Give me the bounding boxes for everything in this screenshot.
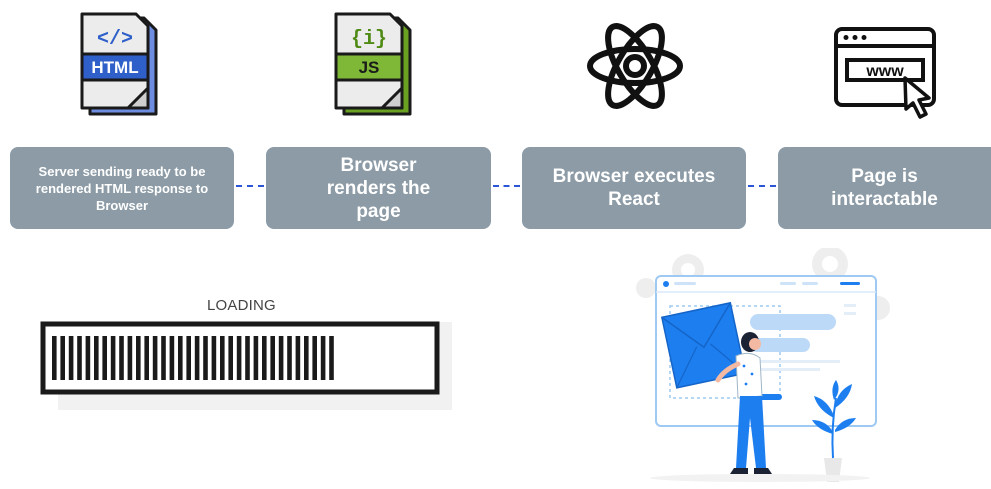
connector-line bbox=[493, 185, 520, 187]
js-icon-code: {i} bbox=[351, 28, 387, 51]
loading-stripe bbox=[320, 336, 326, 380]
loading-stripe bbox=[329, 336, 334, 380]
loading-stripe bbox=[52, 336, 57, 380]
loading-stripe bbox=[136, 336, 141, 380]
loading-stripe bbox=[220, 336, 225, 380]
loading-stripe bbox=[110, 336, 116, 380]
step-page-interactable: Page is interactable bbox=[778, 147, 991, 229]
step-browser-executes-react: Browser executes React bbox=[522, 147, 746, 229]
loading-stripe bbox=[169, 336, 175, 380]
html-file-icon: HTML </> bbox=[80, 12, 160, 118]
step-label: Page is interactable bbox=[831, 166, 938, 210]
html-icon-text: HTML bbox=[91, 58, 138, 77]
loading-stripe bbox=[211, 336, 217, 380]
loading-stripe bbox=[144, 336, 149, 380]
loading-progress-fill bbox=[52, 336, 334, 380]
loading-stripe bbox=[194, 336, 200, 380]
loading-stripe bbox=[312, 336, 317, 380]
loading-stripe bbox=[178, 336, 183, 380]
js-icon-text: JS bbox=[359, 58, 380, 77]
loading-stripe bbox=[287, 336, 292, 380]
loading-stripe bbox=[77, 336, 82, 380]
loading-label: LOADING bbox=[207, 297, 276, 314]
html-icon-code: </> bbox=[97, 28, 133, 51]
loading-stripe bbox=[245, 336, 250, 380]
step-browser-renders: Browser renders the page bbox=[266, 147, 491, 229]
react-atom-icon bbox=[585, 16, 685, 116]
js-file-icon: JS {i} bbox=[334, 12, 414, 118]
loading-stripe bbox=[278, 336, 284, 380]
loading-stripe bbox=[68, 336, 74, 380]
loading-stripe bbox=[228, 336, 233, 380]
step-label: Browser renders the page bbox=[326, 154, 431, 222]
loading-stripe bbox=[85, 336, 91, 380]
step-label: Browser executes React bbox=[552, 166, 716, 210]
loading-stripe bbox=[236, 336, 242, 380]
loading-stripe bbox=[152, 336, 158, 380]
browser-window-icon: www bbox=[833, 26, 939, 120]
loading-bar bbox=[38, 316, 454, 412]
step-server-sends-html: Server sending ready to be rendered HTML… bbox=[10, 147, 234, 229]
loading-stripe bbox=[270, 336, 275, 380]
loading-stripe bbox=[304, 336, 309, 380]
loading-stripe bbox=[127, 336, 133, 380]
loading-stripe bbox=[253, 336, 259, 380]
loading-stripe bbox=[94, 336, 99, 380]
loading-stripe bbox=[295, 336, 301, 380]
connector-line bbox=[236, 185, 264, 187]
loading-stripe bbox=[60, 336, 65, 380]
loading-stripe bbox=[186, 336, 191, 380]
www-icon-text: www bbox=[865, 63, 904, 80]
loading-stripe bbox=[119, 336, 124, 380]
step-label: Server sending ready to be rendered HTML… bbox=[35, 163, 209, 213]
person-with-envelope-illustration bbox=[630, 246, 892, 484]
loading-stripe bbox=[161, 336, 166, 380]
loading-stripe bbox=[102, 336, 107, 380]
loading-stripe bbox=[203, 336, 208, 380]
loading-stripe bbox=[262, 336, 267, 380]
connector-line bbox=[748, 185, 776, 187]
